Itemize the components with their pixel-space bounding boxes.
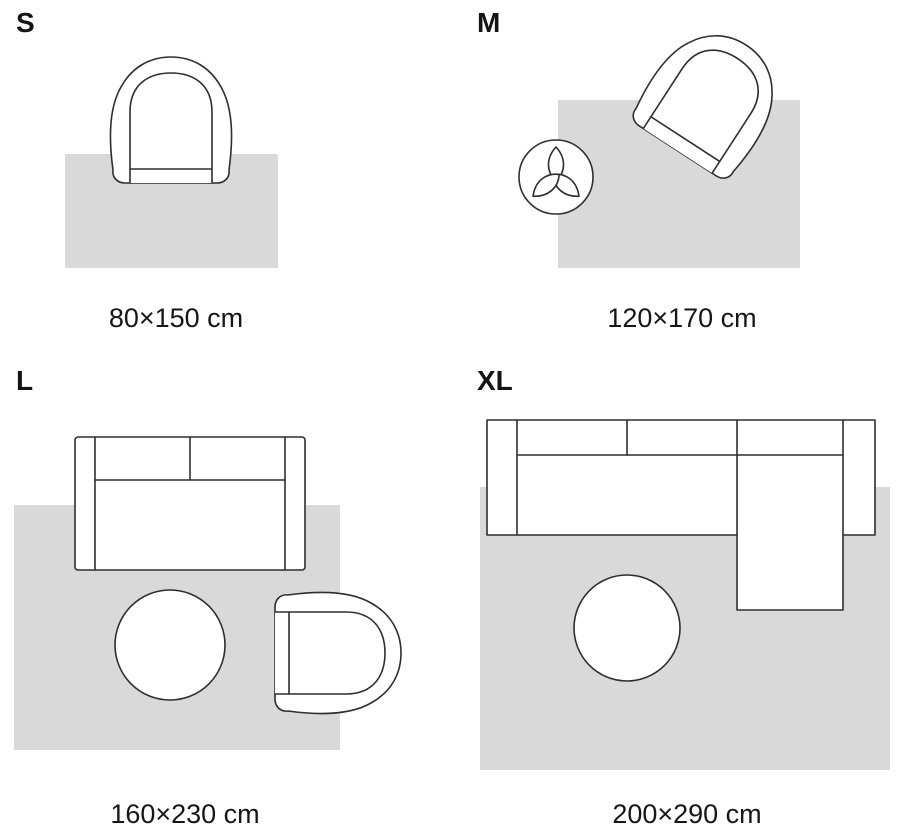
coffee-table-top-icon [114,589,226,701]
size-label-m: M [477,7,501,38]
size-dimensions-xl: 200×290 cm [612,799,762,829]
size-card-m: M 120×170 cm [450,0,900,350]
size-label-xl: XL [477,365,513,396]
armchair-top-icon [109,56,233,184]
plant-leaf [547,146,565,182]
size-card-l: L 160×230 cm [0,350,450,840]
size-m-illustration [518,34,800,268]
coffee-table-top-icon [573,574,681,682]
plant-leaf [532,173,560,198]
sofa-top-icon [74,436,306,571]
size-card-s: S 80×150 cm [0,0,450,350]
size-label-s: S [16,7,35,38]
size-dimensions-l: 160×230 cm [110,799,260,829]
size-label-l: L [16,365,34,396]
sectional-sofa-outline [486,419,876,611]
sectional-sofa-top-icon [486,419,876,611]
size-l-illustration [14,436,402,750]
plant-top-icon [518,139,594,215]
armchair-seat-outline [129,72,213,184]
size-dimensions-m: 120×170 cm [607,303,757,333]
size-xl-illustration [480,419,890,770]
armchair-seat-outline [642,49,760,174]
armchair-seat-outline [274,611,386,695]
size-card-xl: XL 200×290 cm [450,350,900,840]
size-s-illustration [65,56,278,268]
armchair-top-icon [274,591,402,715]
armchair-seat-front-line [650,115,721,163]
size-dimensions-s: 80×150 cm [108,303,244,333]
armchair-top-icon [632,34,773,179]
